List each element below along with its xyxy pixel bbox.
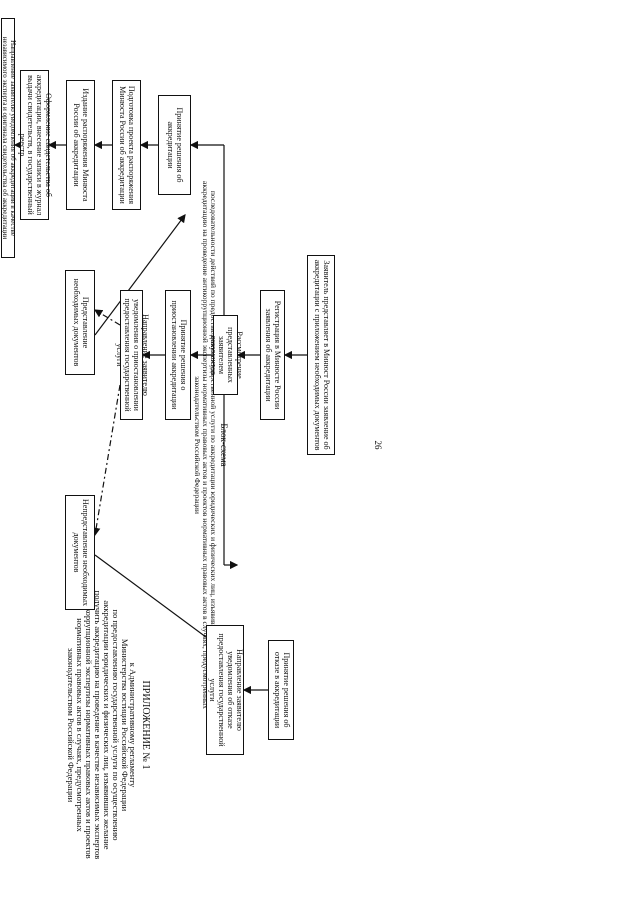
box-suspend-decision: Принятие решения о приостановлении аккре… bbox=[165, 290, 191, 420]
box-submit-application: Заявитель представляет в Минюст России з… bbox=[307, 255, 335, 455]
page-number: 26 bbox=[373, 440, 383, 450]
annex-line: Министерства юстиции Российской Федераци… bbox=[119, 638, 130, 812]
box-registration: Регистрация в Минюсте России заявления о… bbox=[260, 290, 285, 420]
dashed-notice-to-not-provided bbox=[92, 384, 121, 537]
box-documents-not-provided: Непредставление необходимых документов bbox=[65, 495, 95, 610]
box-suspend-notice: Направление заявителю уведомления о прио… bbox=[115, 290, 150, 420]
box-order-issue: Издание распоряжения Минюста России об а… bbox=[66, 80, 95, 210]
box-certificate: Оформление свидетельства об аккредитации… bbox=[18, 70, 53, 220]
box-refuse-notice: Направление заявителю уведомления об отк… bbox=[206, 625, 244, 755]
arrow-provided-to-accredit bbox=[94, 214, 186, 336]
box-accreditation-decision: Принятие решения об аккредитации bbox=[158, 95, 191, 195]
scheme-line: законодательством Российской Федерации bbox=[192, 376, 202, 514]
annex-title: ПРИЛОЖЕНИЕ № 1 bbox=[140, 680, 151, 770]
box-order-draft: Подготовка проекта распоряжения Минюста … bbox=[112, 80, 141, 210]
box-refuse-decision: Принятие решения об отказе в аккредитаци… bbox=[268, 640, 294, 740]
dashed-notice-to-provided bbox=[93, 309, 121, 326]
box-final-notice: Направление заявителю уведомления об акк… bbox=[1, 18, 17, 258]
annex-line: к Административному регламенту bbox=[128, 662, 139, 788]
box-documents-provided: Представление необходимых документов bbox=[65, 270, 95, 375]
box-review-documents: Рассмотрение представленных заявителем д… bbox=[209, 315, 244, 395]
annex-line: аккредитации юридических и физических ли… bbox=[101, 600, 112, 850]
annex-line: по предоставлению государственной услуги… bbox=[110, 609, 121, 841]
